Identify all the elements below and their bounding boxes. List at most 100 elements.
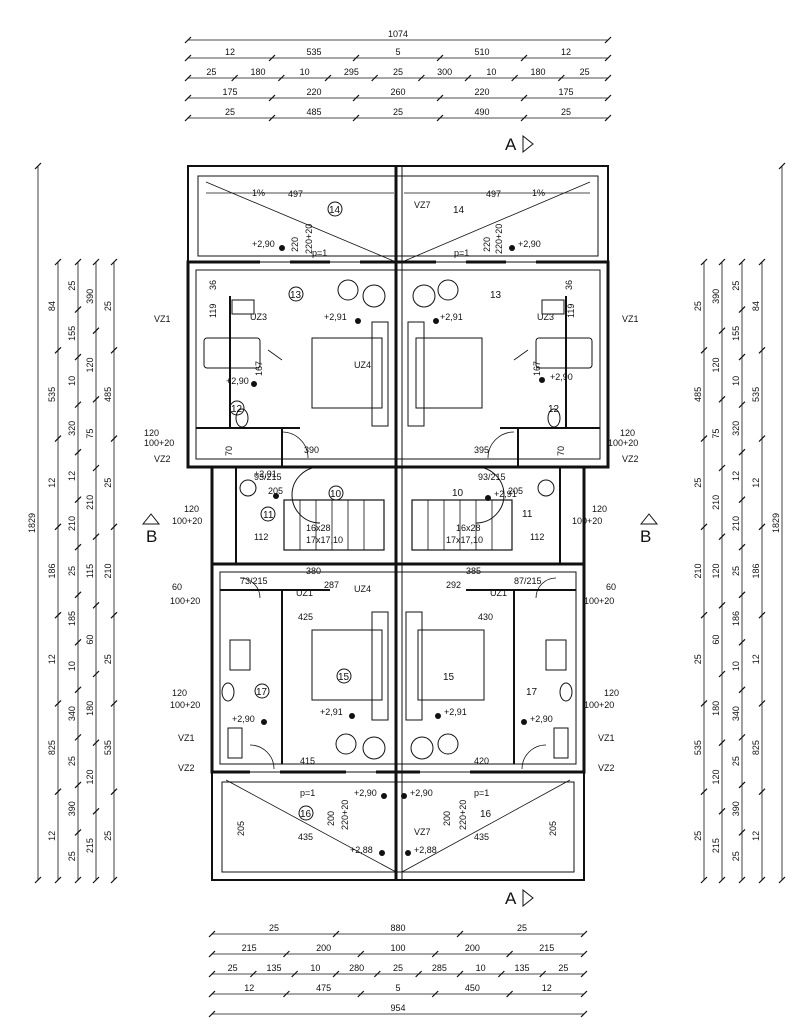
section-b-right: B [640, 527, 651, 546]
dimension-label: 155 [67, 326, 77, 341]
dimension-label: 25 [228, 963, 238, 973]
svg-text:+2,91: +2,91 [254, 469, 277, 479]
dimension-label: 210 [103, 563, 113, 578]
dimension-label: 1829 [771, 513, 781, 533]
bed-15-left [311, 629, 383, 701]
dimension-tick [54, 611, 62, 619]
svg-text:435: 435 [474, 832, 489, 842]
dimension-tick [282, 990, 290, 998]
dimension-tick [92, 327, 100, 335]
svg-text:+2,91: +2,91 [440, 312, 463, 322]
svg-text:UZ1: UZ1 [490, 588, 507, 598]
svg-text:100+20: 100+20 [608, 438, 638, 448]
dimension-label: 25 [67, 566, 77, 576]
svg-text:17x17,10: 17x17,10 [446, 535, 483, 545]
dimension-label: 185 [67, 611, 77, 626]
dimension-label: 210 [693, 563, 703, 578]
dimension-label: 390 [711, 289, 721, 304]
dimension-label: 5 [395, 47, 400, 57]
dimension-tick [92, 601, 100, 609]
svg-text:13: 13 [490, 290, 502, 301]
dimension-tick [208, 990, 216, 998]
svg-text:100+20: 100+20 [170, 596, 200, 606]
svg-text:11: 11 [263, 510, 274, 521]
dimension-tick [34, 876, 42, 884]
dimension-label: 25 [225, 107, 235, 117]
section-a-bottom: A [505, 889, 517, 908]
svg-text:200: 200 [326, 811, 336, 826]
dimension-tick [415, 970, 423, 978]
dimension-tick [464, 74, 472, 82]
dimension-tick [74, 829, 82, 836]
dimension-tick [700, 523, 708, 531]
section-b-left: B [146, 527, 157, 546]
dimension-label: 215 [85, 838, 95, 853]
dimension-tick [539, 970, 547, 978]
dimension-tick [371, 74, 379, 82]
dimension-label: 485 [103, 387, 113, 402]
dimension-tick [352, 54, 360, 62]
dimension-tick [580, 930, 588, 938]
svg-text:205: 205 [548, 821, 558, 836]
dimension-label: 135 [514, 963, 529, 973]
svg-text:17: 17 [256, 687, 268, 698]
svg-text:VZ7: VZ7 [414, 200, 431, 210]
dimension-tick [604, 94, 612, 102]
dimension-tick [110, 346, 118, 354]
dimension-tick [604, 54, 612, 62]
dimension-tick [700, 258, 708, 266]
dimension-tick [738, 781, 746, 789]
dimension-tick [700, 700, 708, 707]
svg-text:420: 420 [474, 756, 489, 766]
svg-text:119: 119 [566, 304, 576, 318]
svg-text:87/215: 87/215 [514, 576, 542, 586]
dimension-label: 340 [67, 706, 77, 721]
dimension-label: 215 [242, 943, 257, 953]
dimension-tick [738, 829, 746, 836]
svg-text:UZ4: UZ4 [354, 584, 371, 594]
dimension-tick [431, 950, 439, 958]
dimension-tick [34, 162, 42, 170]
dimension-tick [184, 54, 192, 62]
dimension-label: 84 [47, 301, 57, 311]
dimension-tick [184, 36, 192, 44]
dimension-label: 10 [731, 661, 741, 671]
dimension-tick [718, 258, 726, 266]
dimension-label: 186 [751, 563, 761, 578]
interior-dimensions: 497 497 390 395 380 385 287 292 425 430 … [206, 189, 590, 842]
dimension-tick [718, 464, 726, 472]
dimension-tick [268, 54, 276, 62]
svg-text:93/215: 93/215 [254, 472, 282, 482]
dimension-label: 12 [751, 654, 761, 664]
dimension-tick [580, 950, 588, 958]
dimension-tick [718, 739, 726, 747]
svg-text:p=1: p=1 [300, 788, 315, 798]
svg-text:120: 120 [604, 688, 619, 698]
dimension-label: 75 [711, 429, 721, 439]
dimension-label: 880 [390, 923, 405, 933]
bathtub [203, 337, 261, 369]
svg-text:+2,91: +2,91 [444, 707, 467, 717]
svg-text:10: 10 [452, 488, 464, 499]
dimension-label: 25 [693, 478, 703, 488]
dimension-label: 5 [395, 983, 400, 993]
svg-text:16: 16 [480, 809, 492, 820]
dimension-label: 25 [67, 756, 77, 766]
svg-text:VZ1: VZ1 [598, 733, 615, 743]
dimension-label: 12 [561, 47, 571, 57]
svg-text:15: 15 [338, 672, 350, 683]
dimension-label: 535 [693, 740, 703, 755]
svg-text:11: 11 [522, 509, 533, 520]
svg-text:p=1: p=1 [312, 248, 327, 258]
svg-text:220+20: 220+20 [458, 800, 468, 830]
svg-text:16: 16 [300, 809, 312, 820]
svg-text:UZ3: UZ3 [250, 312, 267, 322]
dimension-label: 390 [85, 289, 95, 304]
svg-text:36: 36 [208, 280, 218, 290]
dimension-label: 215 [539, 943, 554, 953]
dimension-label: 25 [731, 756, 741, 766]
dimension-tick [184, 94, 192, 102]
svg-text:13: 13 [290, 290, 302, 301]
dimension-tick [110, 876, 118, 884]
